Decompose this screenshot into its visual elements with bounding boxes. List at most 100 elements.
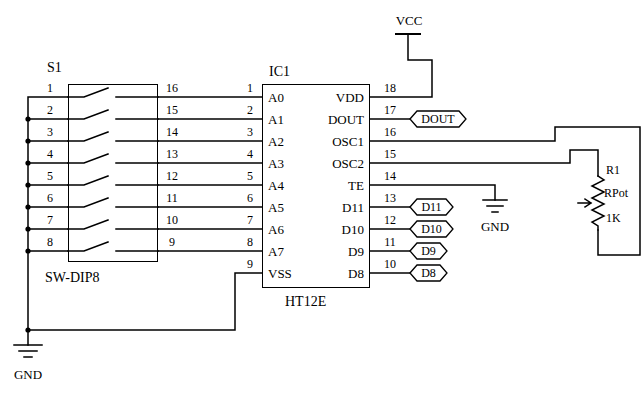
- signal-name: D9: [410, 243, 447, 259]
- pin-name: VDD: [336, 91, 364, 104]
- ref-designator: IC1: [269, 65, 290, 79]
- wiper-arrow: [578, 199, 591, 207]
- ref-designator: S1: [47, 61, 62, 75]
- pin-number: 14: [166, 126, 178, 138]
- signal-name: D11: [410, 199, 453, 215]
- pin-number: 3: [247, 126, 253, 138]
- pin-name: D9: [348, 245, 364, 258]
- pin-name: A4: [268, 179, 284, 192]
- pin-number: 3: [47, 126, 53, 138]
- pin-number: 16: [166, 82, 178, 94]
- ground-bus-wires: [28, 97, 262, 345]
- pin-number: 7: [247, 214, 253, 226]
- pin-number: 15: [166, 104, 178, 116]
- pin-number: 16: [384, 126, 396, 138]
- pin-number: 14: [384, 170, 396, 182]
- signal-tag: D8: [410, 265, 447, 281]
- component-label: RPot: [604, 187, 628, 199]
- wire: [370, 228, 410, 230]
- signal-tag: DOUT: [410, 111, 466, 127]
- pin-name: A1: [268, 113, 284, 126]
- wire: [158, 250, 262, 252]
- pin-name: TE: [348, 179, 364, 192]
- pin-name: DOUT: [328, 113, 364, 126]
- pin-number: 4: [247, 148, 253, 160]
- pin-number: 9: [169, 236, 175, 248]
- pin-number: 10: [166, 214, 178, 226]
- signal-name: DOUT: [410, 111, 466, 127]
- pin-number: 15: [384, 148, 396, 160]
- wire: [158, 96, 262, 98]
- pin-number: 11: [166, 192, 178, 204]
- pin-name: A3: [268, 157, 284, 170]
- wire: [370, 272, 410, 274]
- pin-name: A5: [268, 201, 284, 214]
- wire: [370, 206, 410, 208]
- pin-name: A2: [268, 135, 284, 148]
- junction-dot: [25, 204, 30, 209]
- pin-name: A0: [268, 91, 284, 104]
- wire: [370, 250, 410, 252]
- ground-symbol: [483, 200, 507, 212]
- wire: [158, 162, 262, 164]
- pin-number: 17: [384, 104, 396, 116]
- pin-number: 1: [247, 82, 253, 94]
- wire: [158, 184, 262, 186]
- junction-dot: [25, 160, 30, 165]
- signal-name: D8: [410, 265, 447, 281]
- ground-symbol: [14, 345, 42, 357]
- pin-number: 2: [47, 104, 53, 116]
- pin-number: 8: [47, 236, 53, 248]
- power-label: VCC: [396, 14, 423, 27]
- junction-dot: [25, 327, 30, 332]
- pin-number: 7: [47, 214, 53, 226]
- pin-name: OSC1: [332, 135, 364, 148]
- wire: [158, 228, 262, 230]
- osc2-wire: [370, 150, 598, 176]
- pin-number: 6: [47, 192, 53, 204]
- pin-name: A6: [268, 223, 284, 236]
- pin-number: 12: [166, 170, 178, 182]
- vdd-wire: [370, 34, 432, 97]
- pin-number: 1: [47, 82, 53, 94]
- component-label: 1K: [606, 212, 621, 224]
- signal-tag: D11: [410, 199, 453, 215]
- signal-tag: D9: [410, 243, 447, 259]
- dip-switch-contacts: [68, 88, 158, 251]
- vcc-bar: [396, 33, 420, 35]
- pin-number: 6: [247, 192, 253, 204]
- pin-number: 2: [247, 104, 253, 116]
- signal-tag: D10: [410, 221, 453, 237]
- pin-number: 5: [247, 170, 253, 182]
- pin-name: D10: [342, 223, 364, 236]
- pin-number: 13: [384, 192, 396, 204]
- pin-number: 5: [47, 170, 53, 182]
- osc1-wire: [370, 127, 640, 255]
- pin-number: 4: [47, 148, 53, 160]
- component-label: R1: [606, 164, 620, 176]
- pin-number: 8: [247, 236, 253, 248]
- wire: [158, 118, 262, 120]
- part-number: SW-DIP8: [45, 271, 99, 285]
- pin-name: VSS: [268, 267, 292, 280]
- ground-label: GND: [481, 220, 509, 233]
- pin-number: 10: [384, 258, 396, 270]
- junction-dot: [25, 248, 30, 253]
- wire: [158, 206, 262, 208]
- wire: [370, 118, 410, 120]
- signal-name: D10: [410, 221, 453, 237]
- junction-dot: [25, 182, 30, 187]
- part-number: HT12E: [285, 295, 326, 309]
- pin-number: 18: [384, 82, 396, 94]
- pin-number: 11: [384, 236, 396, 248]
- pin-name: D11: [342, 201, 364, 214]
- pin-name: D8: [348, 267, 364, 280]
- resistor-symbol: [592, 176, 604, 230]
- pin-name: OSC2: [332, 157, 364, 170]
- junction-dot: [25, 116, 30, 121]
